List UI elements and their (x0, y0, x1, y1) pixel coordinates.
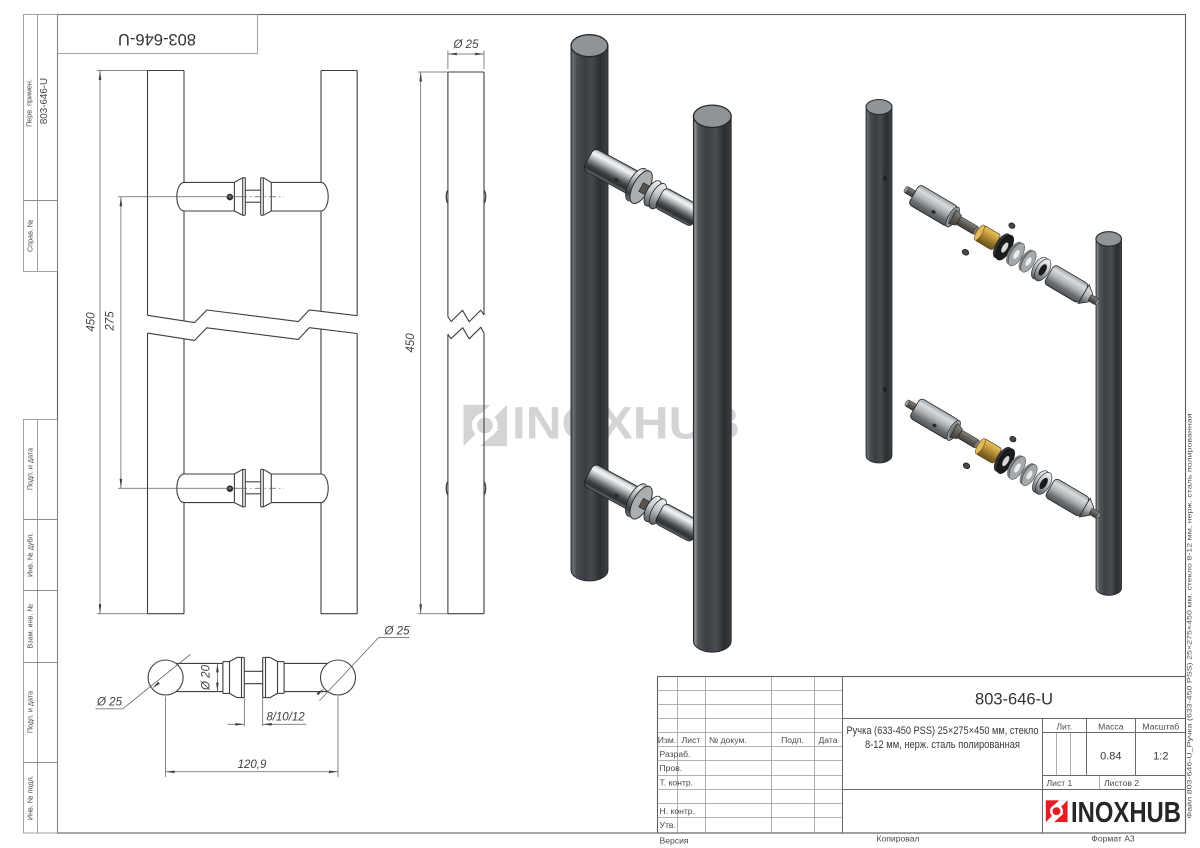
svg-text:INOXHUB: INOXHUB (1071, 797, 1181, 829)
svg-text:Файл 803-646-U_Ручка (633-450: Файл 803-646-U_Ручка (633-450 PSS) 25×27… (1186, 414, 1194, 819)
svg-text:Справ. №: Справ. № (26, 219, 35, 252)
svg-text:Т. контр.: Т. контр. (660, 778, 694, 788)
svg-text:1:2: 1:2 (1153, 751, 1168, 763)
svg-text:120,9: 120,9 (238, 759, 267, 771)
svg-text:Лит.: Лит. (1056, 722, 1072, 732)
svg-text:803-646-U: 803-646-U (39, 78, 50, 124)
svg-text:Дата: Дата (818, 735, 837, 745)
svg-text:0.84: 0.84 (1100, 751, 1121, 763)
svg-text:Формат А3: Формат А3 (1091, 834, 1135, 844)
svg-text:Разраб.: Разраб. (660, 749, 691, 759)
svg-text:Взам. инв. №: Взам. инв. № (26, 604, 35, 649)
svg-text:Инв. № дубл.: Инв. № дубл. (26, 532, 35, 577)
svg-text:Ø 25: Ø 25 (384, 626, 411, 638)
svg-text:№ докум.: № докум. (709, 735, 747, 745)
svg-text:8/10/12: 8/10/12 (266, 712, 305, 724)
svg-text:Ø 20: Ø 20 (201, 664, 213, 691)
svg-text:Перв. примен.: Перв. примен. (25, 79, 34, 127)
svg-text:450: 450 (405, 333, 417, 353)
svg-text:803-646-U: 803-646-U (975, 691, 1053, 709)
svg-text:Копировал: Копировал (876, 834, 919, 844)
svg-text:Изм.: Изм. (658, 735, 676, 745)
svg-text:803-646-U: 803-646-U (118, 30, 196, 48)
svg-text:450: 450 (86, 312, 98, 332)
svg-text:Подп.: Подп. (781, 735, 804, 745)
svg-text:Пров.: Пров. (660, 763, 683, 773)
svg-text:Ø 25: Ø 25 (453, 39, 480, 51)
svg-text:Версия: Версия (660, 836, 689, 846)
svg-text:Листов 2: Листов 2 (1104, 778, 1139, 788)
svg-text:Лист: Лист (682, 735, 701, 745)
svg-text:Подп. и дата: Подп. и дата (26, 448, 35, 490)
svg-text:Утв.: Утв. (660, 820, 676, 830)
svg-text:Масса: Масса (1098, 722, 1124, 732)
svg-text:Инв. № подл.: Инв. № подл. (26, 775, 35, 820)
svg-text:8-12 мм, нерж. сталь полирован: 8-12 мм, нерж. сталь полированная (865, 739, 1020, 751)
svg-text:Масштаб: Масштаб (1142, 722, 1179, 732)
svg-text:Лист 1: Лист 1 (1047, 778, 1073, 788)
svg-text:Подп. и дата: Подп. и дата (26, 691, 35, 733)
svg-text:Н. контр.: Н. контр. (660, 806, 695, 816)
svg-text:Ø 25: Ø 25 (96, 696, 123, 708)
svg-text:Ручка (633-450 PSS) 25×275×450: Ручка (633-450 PSS) 25×275×450 мм, стекл… (847, 725, 1039, 737)
svg-text:275: 275 (105, 311, 117, 332)
